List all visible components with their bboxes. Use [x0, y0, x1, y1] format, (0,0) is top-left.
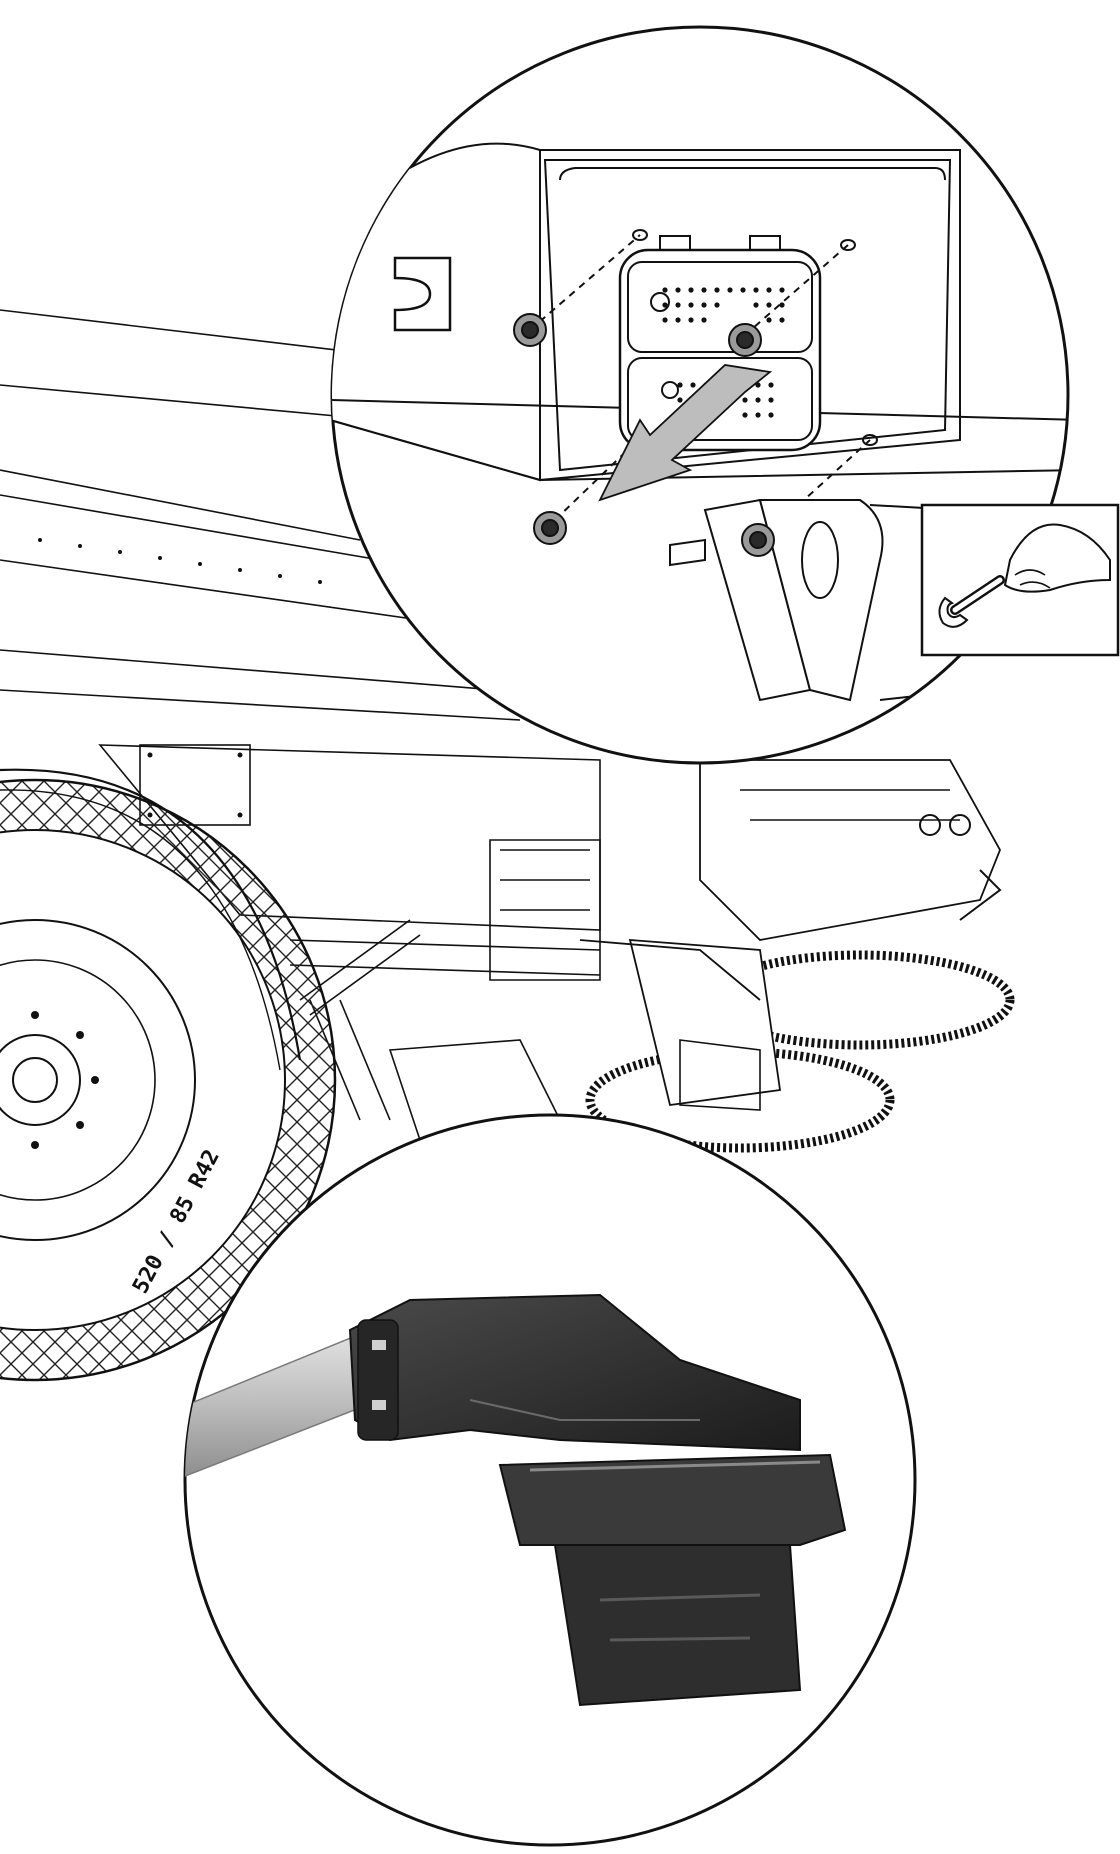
detail-circle-connector-photo [183, 1113, 917, 1847]
detail-circle-connector-mount [330, 25, 1070, 765]
fender [0, 768, 302, 1061]
hand-with-wrench-icon [920, 503, 1120, 657]
mounting-screw [513, 313, 775, 557]
connector-socket [498, 1453, 847, 1546]
spreader-discs [585, 759, 1015, 1153]
pull-direction-arrow-icon [598, 364, 773, 502]
tractor-tire: 520 / 85 R42 [0, 778, 337, 1382]
machine-drawing [0, 309, 621, 1141]
